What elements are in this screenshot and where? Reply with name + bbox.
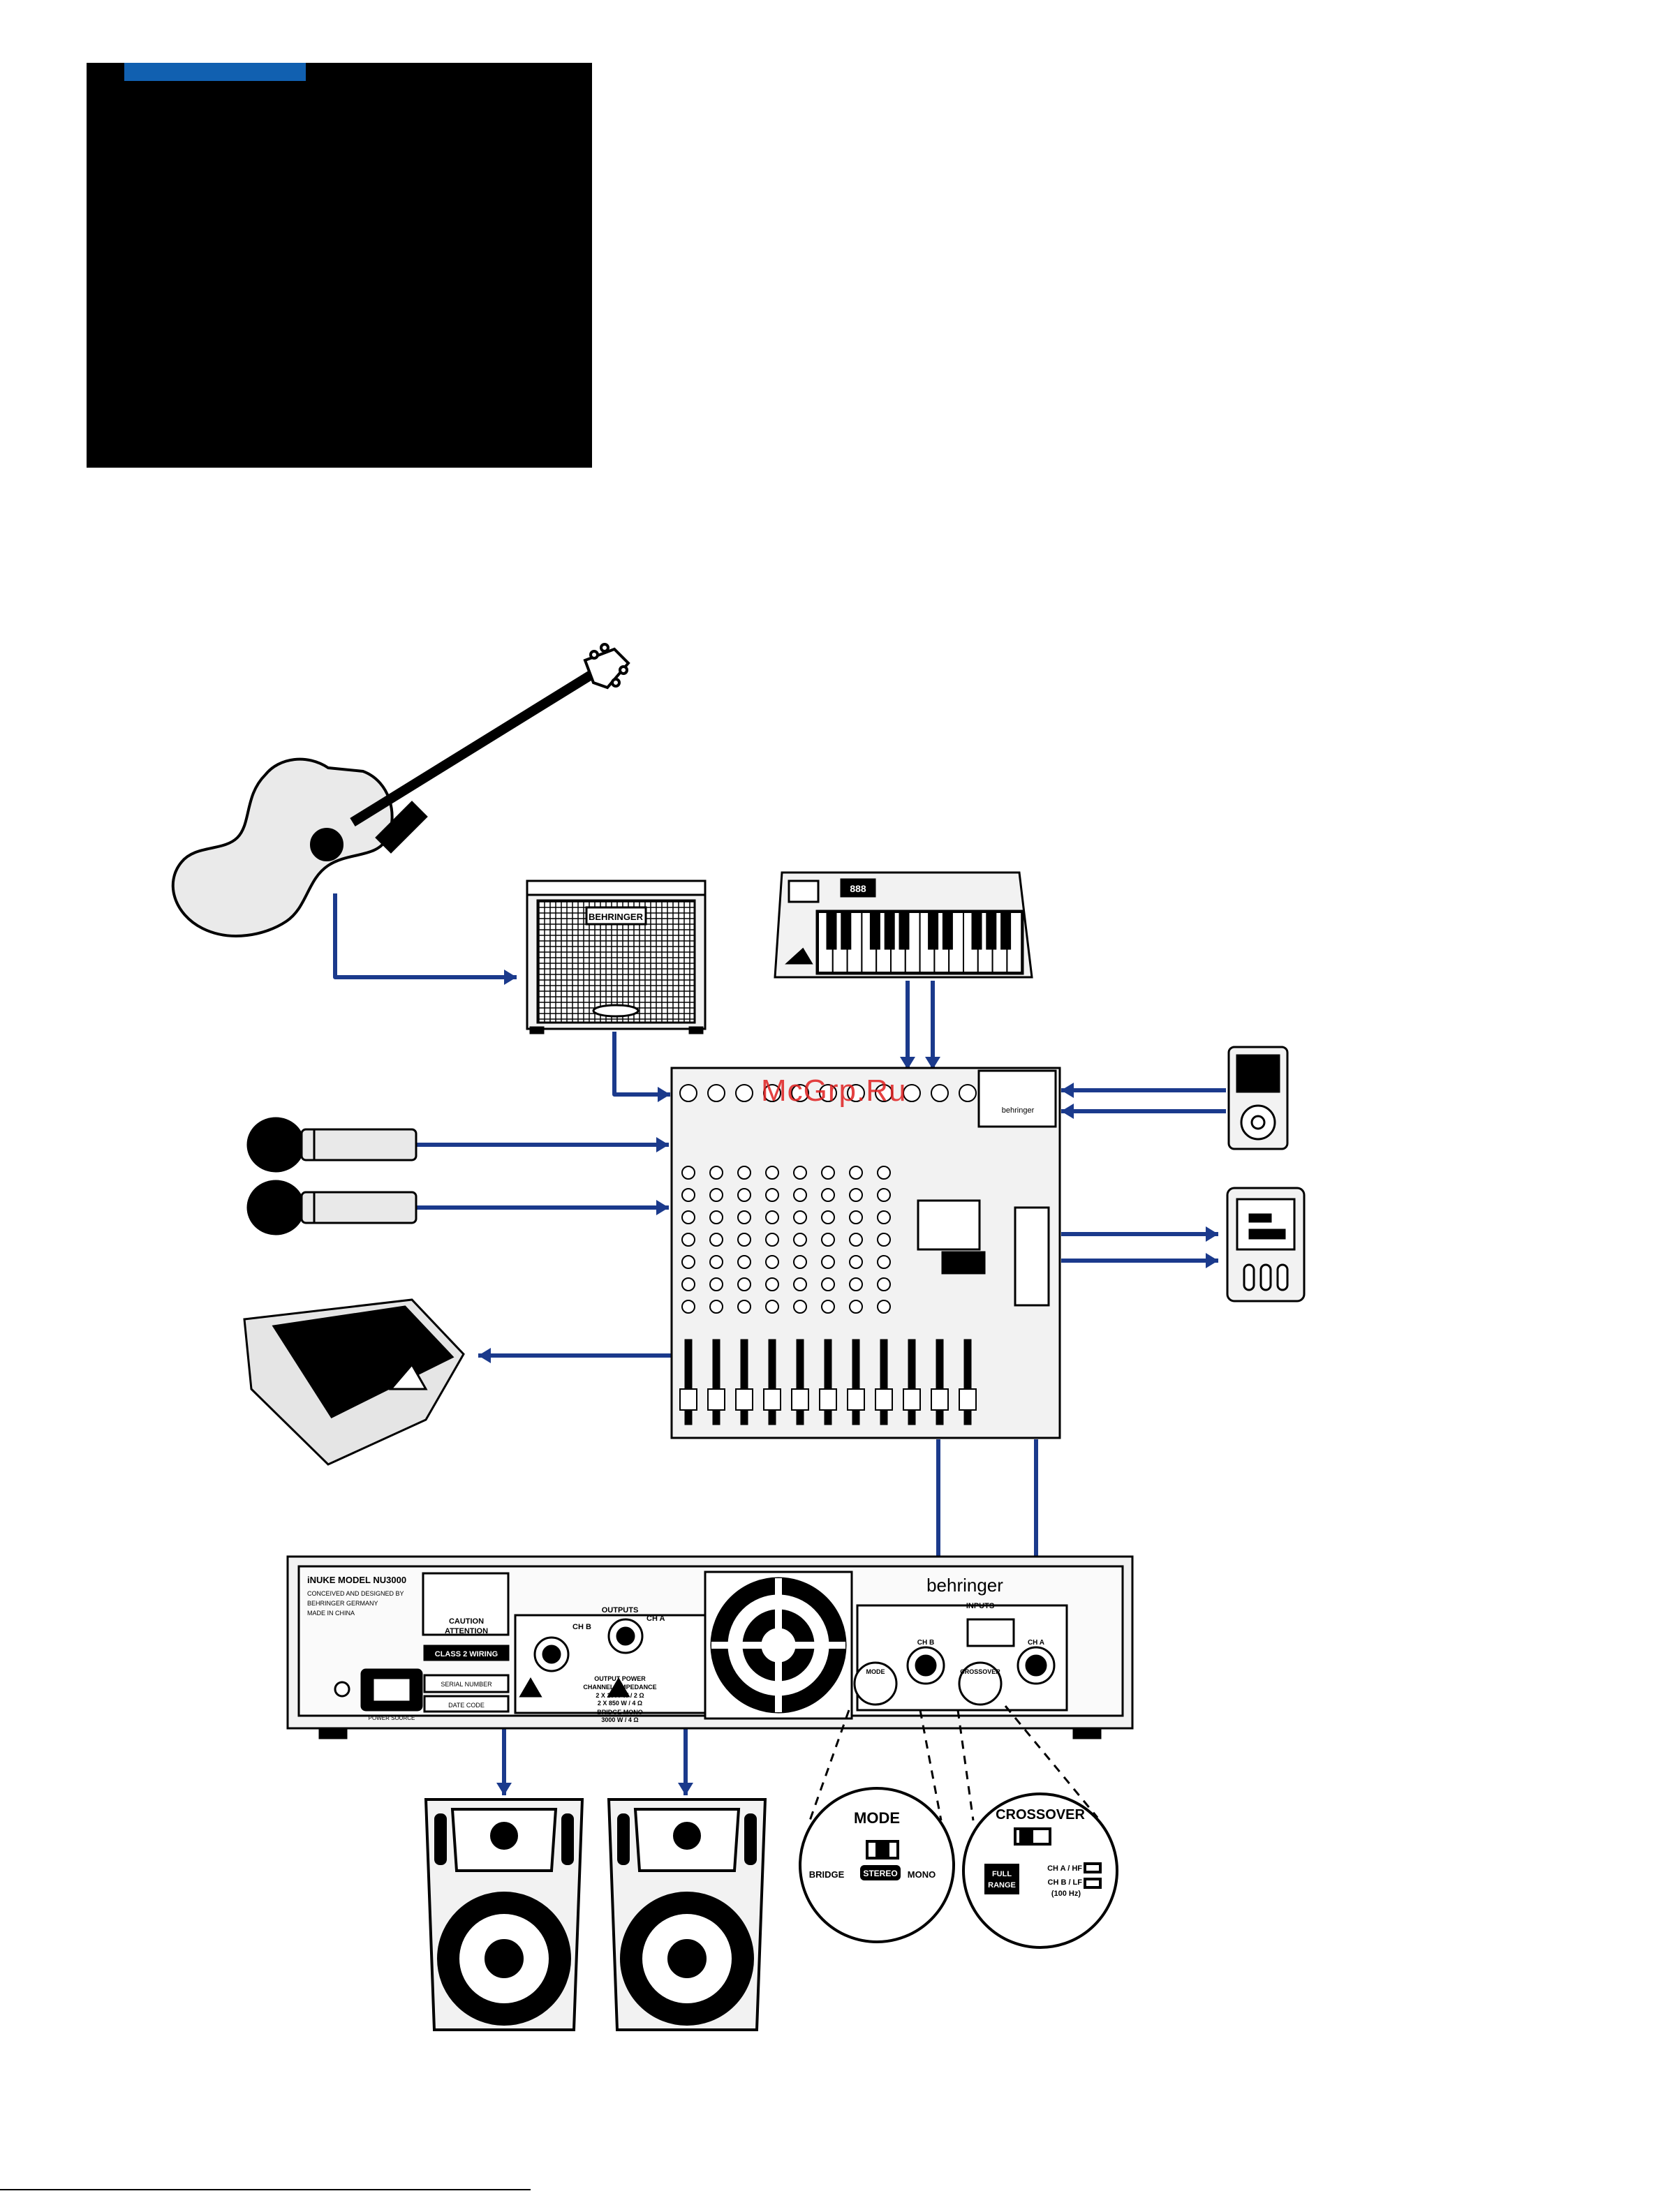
cable-guitar-to-amp — [333, 893, 517, 979]
mixer-strip — [847, 1084, 865, 1425]
arrowhead-7 — [1061, 1083, 1074, 1098]
black-key — [841, 911, 852, 950]
arrowhead-8 — [1061, 1104, 1074, 1119]
amp-date-code: DATE CODE — [448, 1702, 485, 1709]
mode-callout-title: MODE — [854, 1809, 900, 1827]
arrowhead-6 — [478, 1348, 491, 1363]
speaker-right-icon — [607, 1798, 767, 2031]
mode-callout — [799, 1787, 955, 1943]
amp-serial-number: SERIAL NUMBER — [441, 1681, 492, 1688]
mixer-strip — [875, 1084, 893, 1425]
amp-ch-a-output: CH A — [646, 1615, 665, 1623]
black-key — [928, 911, 939, 950]
amp-power-2ohm: 2 X 1500 W / 2 Ω — [596, 1692, 644, 1699]
mixer-brand: behringer — [1002, 1106, 1035, 1115]
amp-inputs-label: INPUTS — [966, 1602, 994, 1610]
amp-mode-small: MODE — [866, 1668, 885, 1675]
midi-keyboard-icon — [774, 871, 1033, 979]
amp-model: iNUKE MODEL NU3000 — [307, 1575, 406, 1585]
mode-callout-stereo: STEREO — [863, 1869, 897, 1878]
amp-bridge-power: 3000 W / 4 Ω — [601, 1716, 638, 1723]
amp-channel-impedance: CHANNEL / IMPEDANCE — [583, 1684, 656, 1691]
speaker-left-icon — [424, 1798, 584, 2031]
cable-amp-to-mixer — [612, 1032, 670, 1097]
amp-class2: CLASS 2 WIRING — [435, 1650, 498, 1658]
amp-brand: behringer — [926, 1575, 1003, 1596]
amp-ch-b-output: CH B — [572, 1623, 591, 1631]
mp3-player-icon — [1227, 1046, 1289, 1150]
mixer-strip — [707, 1084, 725, 1425]
recorder-device-icon — [1226, 1187, 1306, 1302]
mode-callout-mono: MONO — [908, 1869, 936, 1880]
amp-attention: ATTENTION — [445, 1627, 488, 1635]
amp-conceived: CONCEIVED AND DESIGNED BY — [307, 1590, 404, 1597]
blue-section-tab — [124, 63, 306, 81]
guitar-amplifier-icon — [526, 879, 707, 1034]
amp-company: BEHRINGER GERMANY — [307, 1600, 378, 1607]
arrowhead-4 — [656, 1137, 669, 1152]
amp-bridge-mono: BRIDGE MONO — [597, 1709, 643, 1716]
black-key — [884, 911, 895, 950]
mixer-strip — [931, 1084, 949, 1425]
arrowhead-13 — [496, 1783, 512, 1795]
arrowhead-14 — [678, 1783, 693, 1795]
crossover-callout-ch-b: CH B / LF — [1048, 1878, 1083, 1887]
crossover-callout-freq: (100 Hz) — [1051, 1890, 1081, 1898]
amp-outputs-label: OUTPUTS — [602, 1606, 639, 1615]
mixer-strip — [819, 1084, 837, 1425]
arrowhead-0 — [504, 970, 517, 985]
amp-crossover-small: CROSSOVER — [960, 1668, 1000, 1675]
mixer-strip — [763, 1084, 781, 1425]
black-key — [971, 911, 982, 950]
arrowhead-10 — [1206, 1253, 1218, 1268]
cable-connections — [333, 893, 1226, 1795]
guitar-amp-brand: BEHRINGER — [589, 912, 644, 922]
mode-callout-bridge: BRIDGE — [809, 1869, 845, 1880]
black-key — [899, 911, 910, 950]
mixer-strip — [735, 1084, 753, 1425]
mixer-strip — [959, 1084, 977, 1425]
amp-power-4ohm: 2 X 850 W / 4 Ω — [598, 1700, 642, 1707]
arrowhead-9 — [1206, 1226, 1218, 1242]
black-key — [1000, 911, 1012, 950]
amp-power-source: POWER SOURCE — [369, 1715, 415, 1721]
arrowhead-1 — [658, 1087, 670, 1102]
black-header-panel — [87, 63, 592, 468]
amp-output-power: OUTPUT POWER — [594, 1675, 646, 1682]
arrowhead-3 — [925, 1057, 940, 1069]
footer-rule — [0, 2189, 531, 2190]
watermark-text: McGrp.Ru — [761, 1074, 907, 1108]
crossover-callout-range: RANGE — [988, 1881, 1016, 1890]
crossover-callout-title: CROSSOVER — [996, 1807, 1085, 1823]
amp-caution: CAUTION — [449, 1617, 484, 1626]
microphone-2-icon — [246, 1180, 417, 1235]
black-key — [869, 911, 880, 950]
keyboard-display: 888 — [850, 883, 866, 894]
mixer-strip — [679, 1084, 697, 1425]
mixer-console-icon — [670, 1067, 1061, 1439]
crossover-callout-full: FULL — [992, 1870, 1012, 1878]
amp-ch-a-input: CH A — [1028, 1639, 1044, 1647]
callout-leader-lines — [808, 1705, 1099, 1821]
mixer-channel-strips — [679, 1084, 977, 1425]
arrowhead-2 — [900, 1057, 915, 1069]
arrowhead-5 — [656, 1200, 669, 1215]
mixer-strip — [903, 1084, 921, 1425]
crossover-callout — [962, 1792, 1118, 1949]
black-key — [942, 911, 953, 950]
microphone-1-icon — [246, 1117, 417, 1173]
stage-monitor-icon — [243, 1298, 465, 1466]
black-key — [986, 911, 997, 950]
power-amplifier-rear-panel — [286, 1555, 1134, 1739]
crossover-callout-ch-a: CH A / HF — [1047, 1864, 1082, 1873]
amp-ch-b-input: CH B — [917, 1639, 934, 1647]
keyboard-white-keys — [818, 911, 1023, 973]
acoustic-guitar-icon — [171, 643, 630, 937]
mixer-strip — [791, 1084, 809, 1425]
amp-made-in: MADE IN CHINA — [307, 1610, 355, 1617]
black-key — [826, 911, 837, 950]
